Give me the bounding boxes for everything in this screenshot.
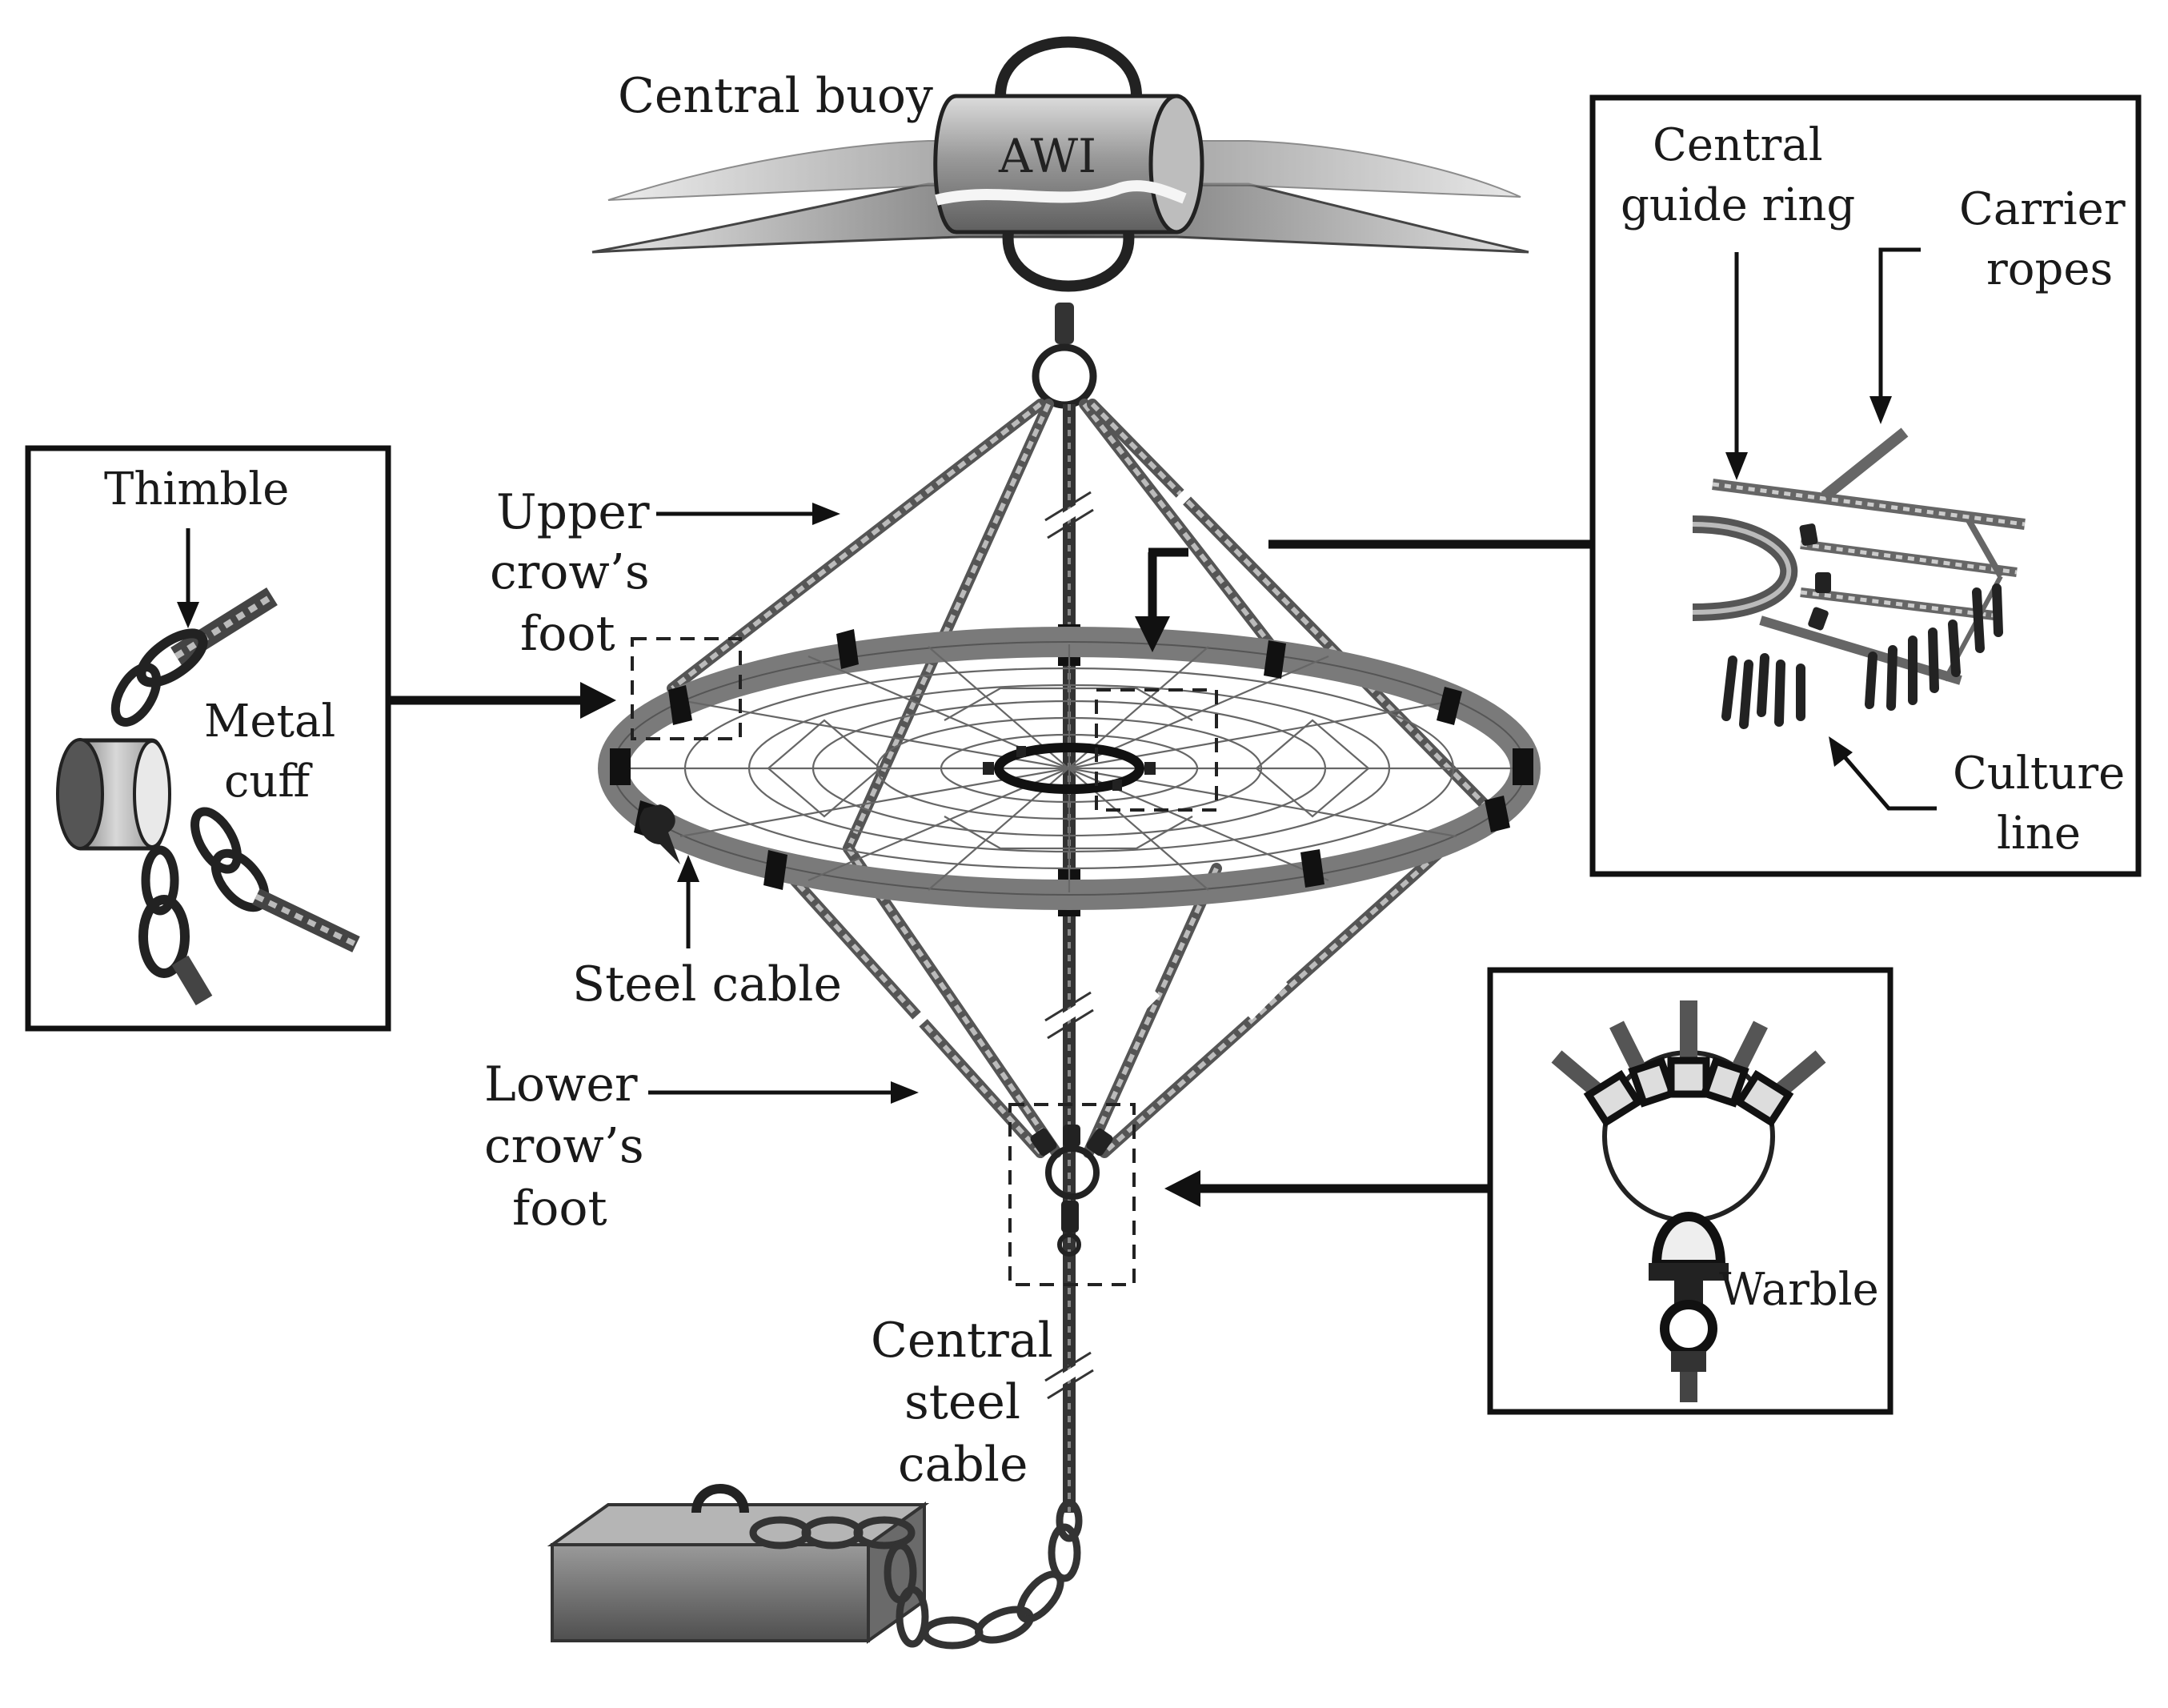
steel-cable-label: Steel cable	[572, 956, 842, 1012]
lower-crows-foot-ropes	[775, 803, 1494, 1158]
warble-connector	[1164, 1170, 1489, 1207]
carrier-ropes-label-2: ropes	[1986, 243, 2113, 295]
warble-label: Warble	[1719, 1264, 1879, 1316]
carrier-ropes-label-1: Carrier	[1959, 183, 2126, 235]
culture-web	[616, 644, 1521, 892]
awi-label: AWI	[998, 129, 1096, 183]
culture-line-label-2: line	[1997, 808, 2081, 860]
inset-warble: Warble	[1487, 967, 1893, 1415]
central-steel-cable-label-2: steel	[904, 1374, 1020, 1430]
steel-cable-callout: Steel cable	[572, 855, 842, 1012]
upper-crows-foot-callout: Upper crow’s foot	[490, 484, 840, 662]
central-guide-ring	[983, 743, 1156, 794]
inset-central-guide-ring: Central guide ring Carrier ropes Culture…	[1589, 94, 2142, 877]
culture-line-label-1: Culture	[1953, 748, 2125, 800]
thimble-connector	[388, 682, 616, 719]
guide-ring-connector	[1135, 539, 1593, 652]
anchor-weight	[547, 1484, 930, 1644]
central-steel-cable-callout: Central steel cable	[871, 1313, 1053, 1493]
central-guide-ring-label-1: Central	[1653, 119, 1823, 171]
warble-detail-marker	[1008, 1103, 1136, 1286]
metal-cuff-label-2: cuff	[224, 756, 313, 808]
guide-ring-detail-marker	[1095, 688, 1218, 812]
lower-crows-foot-label-1: Lower	[484, 1056, 638, 1113]
central-steel-cable-label-1: Central	[871, 1313, 1053, 1369]
lower-ring-and-swivel	[1030, 1125, 1113, 1257]
metal-cuff-label-1: Metal	[204, 696, 335, 748]
lower-crows-foot-callout: Lower crow’s foot	[484, 1056, 919, 1237]
upper-crows-foot-ropes	[667, 399, 1494, 854]
central-guide-ring-label-2: guide ring	[1621, 179, 1855, 231]
upper-crows-foot-label-3: foot	[520, 606, 615, 662]
top-swivel	[1032, 303, 1097, 409]
thimble-detail-marker	[631, 637, 742, 740]
central-steel-cable-label-3: cable	[898, 1437, 1028, 1493]
central-buoy-label: Central buoy	[618, 68, 933, 124]
central-buoy: AWI	[933, 36, 1204, 292]
upper-crows-foot-label-2: crow’s	[490, 544, 650, 600]
upper-crows-foot-label-1: Upper	[496, 484, 650, 540]
steel-cable-hook	[639, 804, 680, 864]
anchor-chain	[749, 1499, 1083, 1650]
thimble-label: Thimble	[104, 463, 289, 515]
lower-crows-foot-label-2: crow’s	[484, 1118, 644, 1174]
lower-crows-foot-label-3: foot	[512, 1181, 607, 1237]
inset-thimble-metal-cuff: Thimble Metal cuff	[25, 445, 391, 1032]
